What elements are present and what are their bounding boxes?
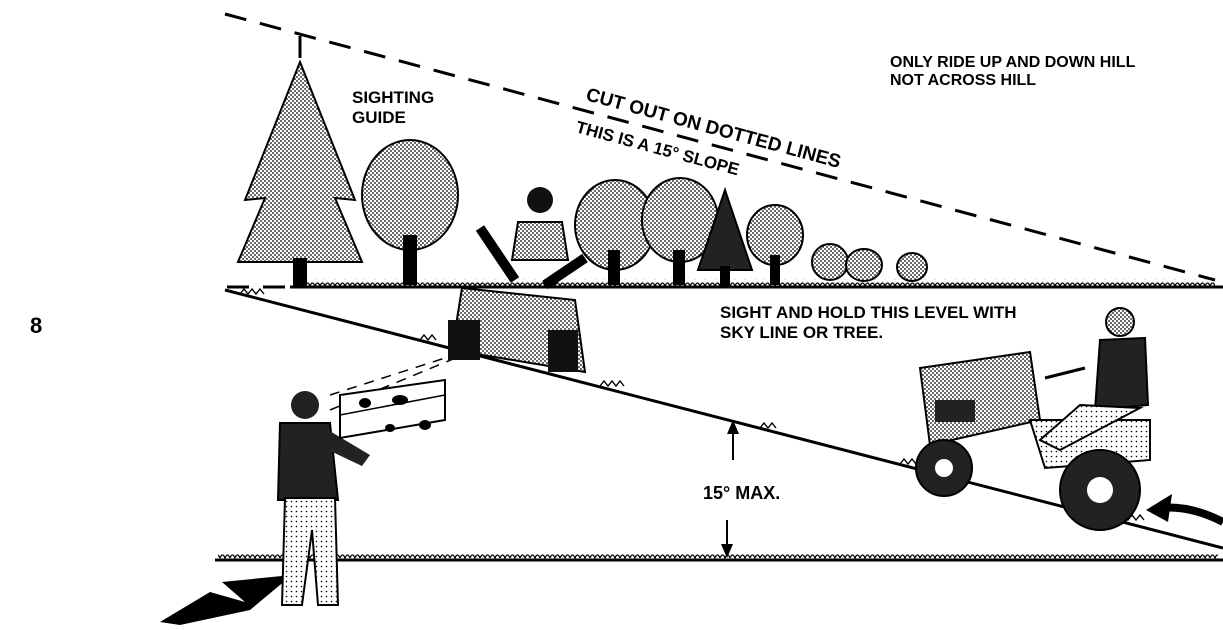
sight-hold-label-1: SIGHT AND HOLD THIS LEVEL WITH <box>720 303 1017 322</box>
sight-hold-label-2: SKY LINE OR TREE. <box>720 323 883 342</box>
sighting-guide-label-1: SIGHTING <box>352 88 434 107</box>
ride-warning-label-1: ONLY RIDE UP AND DOWN HILL <box>890 54 1136 71</box>
ride-warning-label-2: NOT ACROSS HILL <box>890 72 1036 89</box>
person-with-guide-icon <box>278 380 445 605</box>
riding-mower-side-icon <box>916 308 1150 530</box>
horizon-level-line <box>290 279 1223 287</box>
sighting-guide-label-2: GUIDE <box>352 108 406 127</box>
flat-ground <box>215 552 1223 560</box>
page-number: 8 <box>30 313 42 338</box>
max-angle-label: 15° MAX. <box>703 483 780 503</box>
